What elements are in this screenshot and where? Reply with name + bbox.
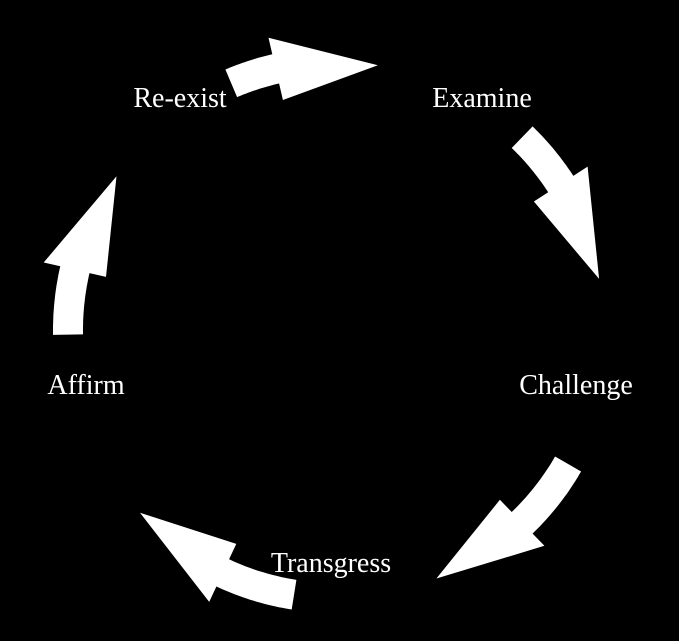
node-label-examine: Examine: [432, 83, 532, 114]
node-label-affirm: Affirm: [47, 370, 125, 401]
cycle-arrow-affirm-to-re-exist: [43, 176, 117, 335]
cycle-arrow-transgress-to-affirm: [140, 512, 297, 610]
cycle-arrow-examine-to-challenge: [511, 126, 600, 279]
node-label-challenge: Challenge: [519, 370, 633, 401]
cycle-arrow-challenge-to-transgress: [436, 456, 582, 579]
node-label-transgress: Transgress: [270, 548, 392, 579]
node-label-re-exist: Re-exist: [133, 83, 227, 114]
cycle-arrow-re-exist-to-examine: [225, 37, 378, 100]
